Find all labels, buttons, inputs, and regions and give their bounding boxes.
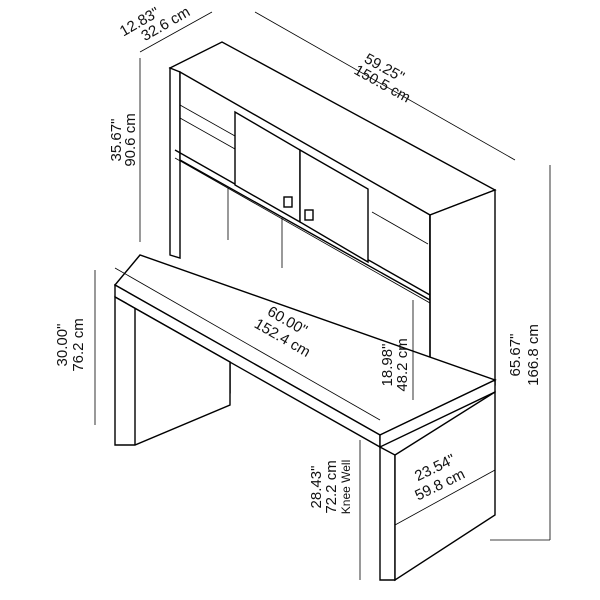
knee-well-in: 28.43": [308, 466, 325, 509]
desk-height-in: 30.00": [54, 324, 71, 367]
desk-left-leg-panel: [114, 295, 231, 446]
desk-right-pedestal-side: [394, 390, 496, 582]
hutch-clearance-in: 18.98": [379, 344, 396, 387]
hutch-clearance-cm: 48.2 cm: [394, 338, 411, 391]
hutch-height-in: 35.67": [108, 119, 125, 162]
hutch-left-panel: [169, 66, 181, 259]
knee-well-label: Knee Well: [339, 460, 353, 514]
knee-well-cm: 72.2 cm: [323, 460, 340, 513]
dimension-lines: [94, 11, 551, 580]
desk-right-pedestal-front: [379, 445, 396, 581]
door-handle-icon: [304, 209, 314, 221]
door-handle-icon: [283, 196, 293, 208]
hutch-height-cm: 90.6 cm: [122, 113, 139, 166]
desk-height-cm: 76.2 cm: [70, 318, 87, 371]
furniture-drawing: [113, 41, 497, 582]
total-height-in: 65.67": [507, 334, 524, 377]
total-height-cm: 166.8 cm: [525, 324, 542, 386]
